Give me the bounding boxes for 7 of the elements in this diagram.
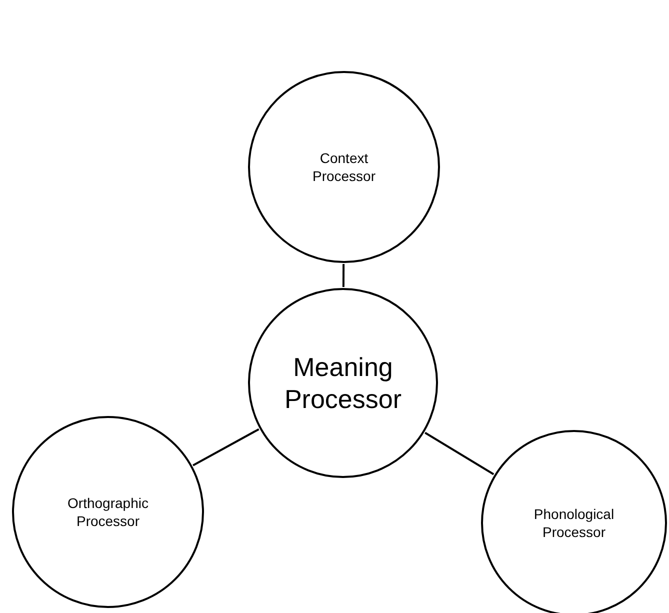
connector-line — [424, 432, 494, 476]
node-label: Context Processor — [311, 149, 377, 185]
connector-line — [342, 264, 345, 287]
node-label: Orthographic Processor — [66, 494, 150, 530]
node-label: Phonological Processor — [532, 505, 616, 541]
connector-line — [192, 428, 260, 466]
node-label: Meaning Processor — [283, 351, 403, 415]
